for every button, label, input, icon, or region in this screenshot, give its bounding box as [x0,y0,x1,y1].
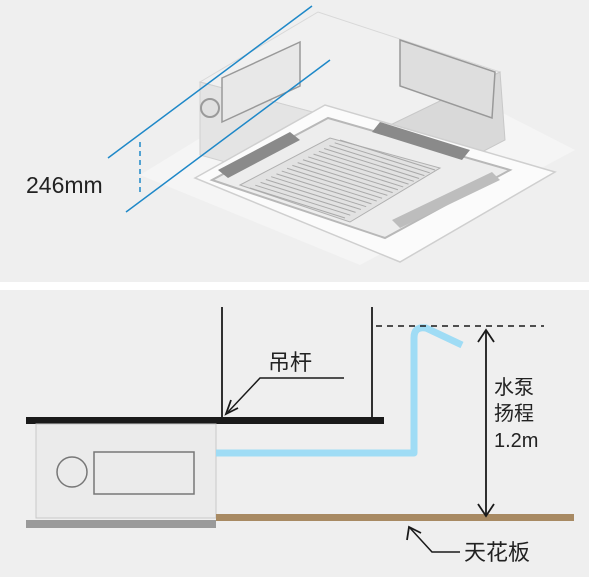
grille-slat [255,184,351,216]
indoor-unit-body [35,423,217,519]
drain-port [200,98,220,118]
grille-slat [276,173,372,205]
grille-slat [292,164,388,196]
pump-label-line1: 水泵 [494,376,534,399]
suspension-bar [26,417,384,424]
rod-leader-line [227,377,344,413]
ceiling-leader-line [409,527,460,553]
grille-slat [302,159,399,191]
grille-slats [249,139,436,219]
louver-back [372,122,470,160]
grille-slat [265,179,362,211]
grille-slat [313,153,409,185]
grille-slat [297,162,393,194]
louver-right [392,172,500,228]
dimension-line-bottom [125,59,331,213]
unit-panel-rect [93,451,195,495]
pump-head-arrow-up [477,328,495,343]
drain-pipe [216,324,464,457]
grille-slat [329,145,425,177]
side-vent-left [221,40,301,124]
rod-leader-arrowhead [224,399,239,416]
ceiling-label: 天花板 [464,540,530,565]
side-vent-right [399,38,496,120]
grille-slat [323,147,420,179]
pump-head-arrow-down [477,503,495,518]
ceiling-line [216,514,574,521]
grille-slat [249,187,346,219]
grille-slat [286,167,383,199]
unit-base [26,520,216,528]
grille-slat [281,170,377,202]
installation-diagram: 吊杆 水泵 扬程 1.2m 天花板 [26,307,574,565]
unit-port-circle [56,456,88,488]
grille-slat [334,142,430,174]
pump-label-line3: 1.2m [494,430,538,452]
grille-slat [308,156,404,188]
installation-diagram-panel: 吊杆 水泵 扬程 1.2m 天花板 [0,290,589,577]
grille-slat [318,150,414,182]
cassette-illustration: 246mm [26,5,575,265]
height-label: 246mm [26,172,103,198]
grille-slat [339,139,436,171]
rod-label: 吊杆 [268,350,312,375]
cassette-illustration-panel: 246mm [0,0,589,282]
louver-left [218,132,300,178]
grille-slat [271,176,367,208]
ceiling-leader-arrowhead [406,525,422,541]
pump-label-line2: 扬程 [494,402,534,425]
dimension-line-top [107,5,313,159]
grille-slat [260,181,356,213]
